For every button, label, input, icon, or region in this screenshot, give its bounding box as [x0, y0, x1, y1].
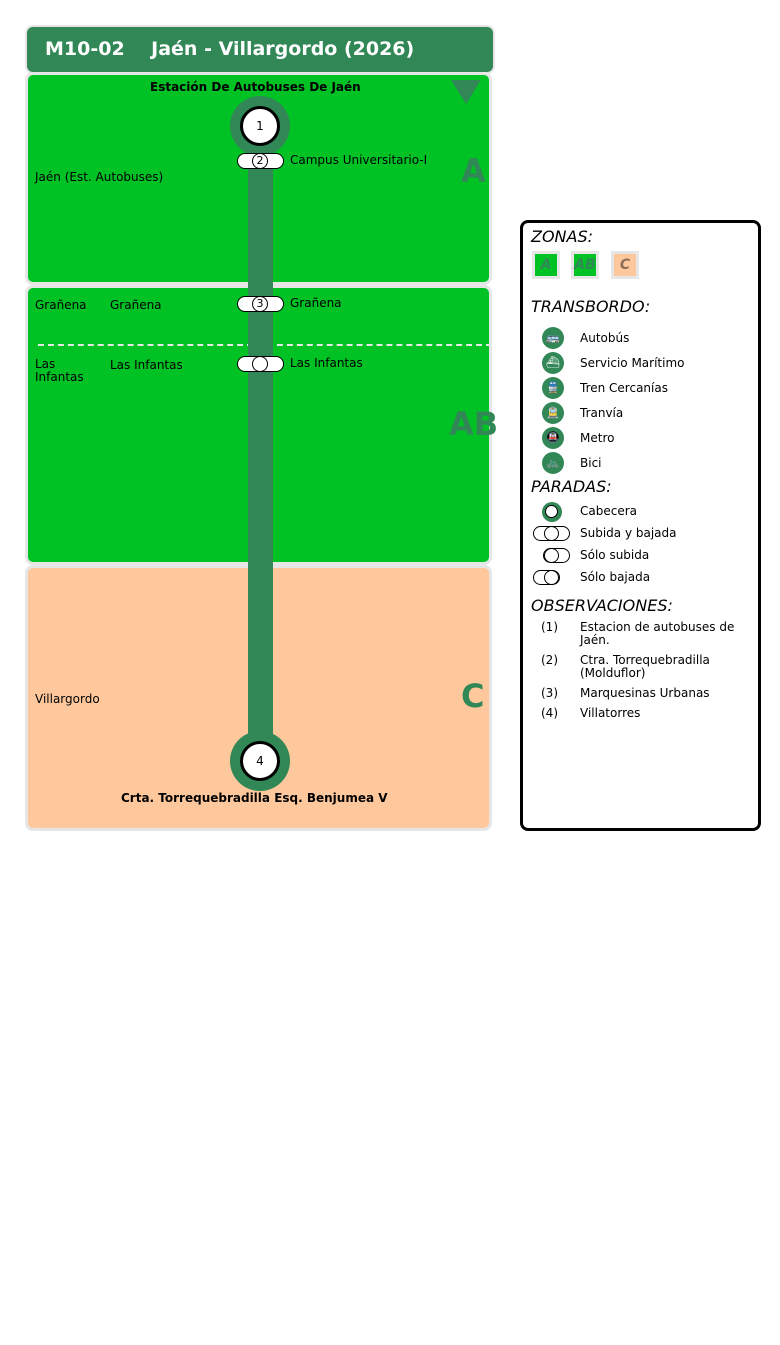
subida-bajada-symbol [533, 525, 570, 541]
terminal-number: 1 [240, 106, 280, 146]
start-terminal-label: Estación De Autobuses De Jaén [150, 80, 361, 94]
cabecera-symbol [542, 502, 562, 522]
legend-transbordo-title: TRANSBORDO: [531, 297, 651, 316]
transbordo-label: Autobús [580, 331, 630, 345]
obs-number: (4) [541, 706, 558, 720]
legend-paradas-title: PARADAS: [531, 477, 612, 496]
town-label: Grañena [35, 298, 87, 312]
obs-text: Marquesinas Urbanas [580, 686, 710, 700]
obs-number: (1) [541, 620, 558, 634]
parada-label: Cabecera [580, 504, 637, 518]
parada-label: Sólo subida [580, 548, 650, 562]
stop-label: Campus Universitario-I [290, 153, 428, 167]
end-terminal[interactable]: 4 [230, 731, 290, 791]
route-name: Jaén - Villargordo (2026) [151, 38, 415, 60]
obs-number: (2) [541, 653, 558, 667]
town-label: Las Infantas [35, 357, 84, 384]
town-label: Grañena [110, 298, 162, 312]
transbordo-label: Bici [580, 456, 602, 470]
obs-text: Villatorres [580, 706, 641, 720]
town-label: Las Infantas [110, 358, 183, 372]
stop-label: Grañena [290, 296, 342, 310]
legend-panel: ZONAS: A AB C TRANSBORDO: 🚌 Autobús ⛴ Se… [520, 220, 761, 831]
route-code: M10-02 [45, 38, 125, 60]
legend-zone-a: A [532, 251, 560, 279]
zone-letter-a: A [461, 152, 486, 190]
obs-number: (3) [541, 686, 558, 700]
transbordo-label: Tren Cercanías [580, 381, 668, 395]
transbordo-label: Servicio Marítimo [580, 356, 685, 370]
direction-arrow-icon [451, 80, 481, 104]
stop-marker[interactable]: 2 [237, 152, 284, 169]
tram-icon: 🚊 [542, 402, 564, 424]
solo-subida-symbol [543, 547, 570, 563]
stop-marker[interactable] [237, 355, 284, 372]
bike-icon: 🚲 [542, 452, 564, 474]
zone-letter-c: C [461, 677, 485, 715]
town-label: Jaén (Est. Autobuses) [35, 170, 164, 184]
start-terminal[interactable]: 1 [230, 96, 290, 156]
stop-number: 2 [252, 152, 268, 169]
parada-label: Sólo bajada [580, 570, 651, 584]
stop-number: 3 [252, 295, 268, 312]
obs-text: Estacion de autobuses de Jaén. [580, 620, 735, 647]
metro-icon: 🚇 [542, 427, 564, 449]
route-line [248, 126, 273, 760]
stop-label: Las Infantas [290, 356, 363, 370]
end-terminal-label: Crta. Torrequebradilla Esq. Benjumea V [121, 791, 388, 805]
solo-bajada-symbol [533, 569, 560, 585]
parada-label: Subida y bajada [580, 526, 677, 540]
legend-zonas-title: ZONAS: [531, 227, 594, 246]
bus-icon: 🚌 [542, 327, 564, 349]
route-header: M10-02 Jaén - Villargordo (2026) [25, 25, 495, 74]
transbordo-label: Metro [580, 431, 615, 445]
town-label: Villargordo [35, 692, 100, 706]
legend-zone-c: C [611, 251, 639, 279]
terminal-number: 4 [240, 741, 280, 781]
zone-letter-ab: AB [449, 405, 499, 443]
stop-number [252, 355, 268, 372]
transbordo-label: Tranvía [580, 406, 624, 420]
ship-icon: ⛴ [542, 352, 564, 374]
legend-observaciones-title: OBSERVACIONES: [531, 596, 673, 615]
stop-marker[interactable]: 3 [237, 295, 284, 312]
train-icon: 🚆 [542, 377, 564, 399]
obs-text: Ctra. Torrequebradilla (Molduflor) [580, 653, 710, 680]
legend-zone-ab: AB [571, 251, 599, 279]
